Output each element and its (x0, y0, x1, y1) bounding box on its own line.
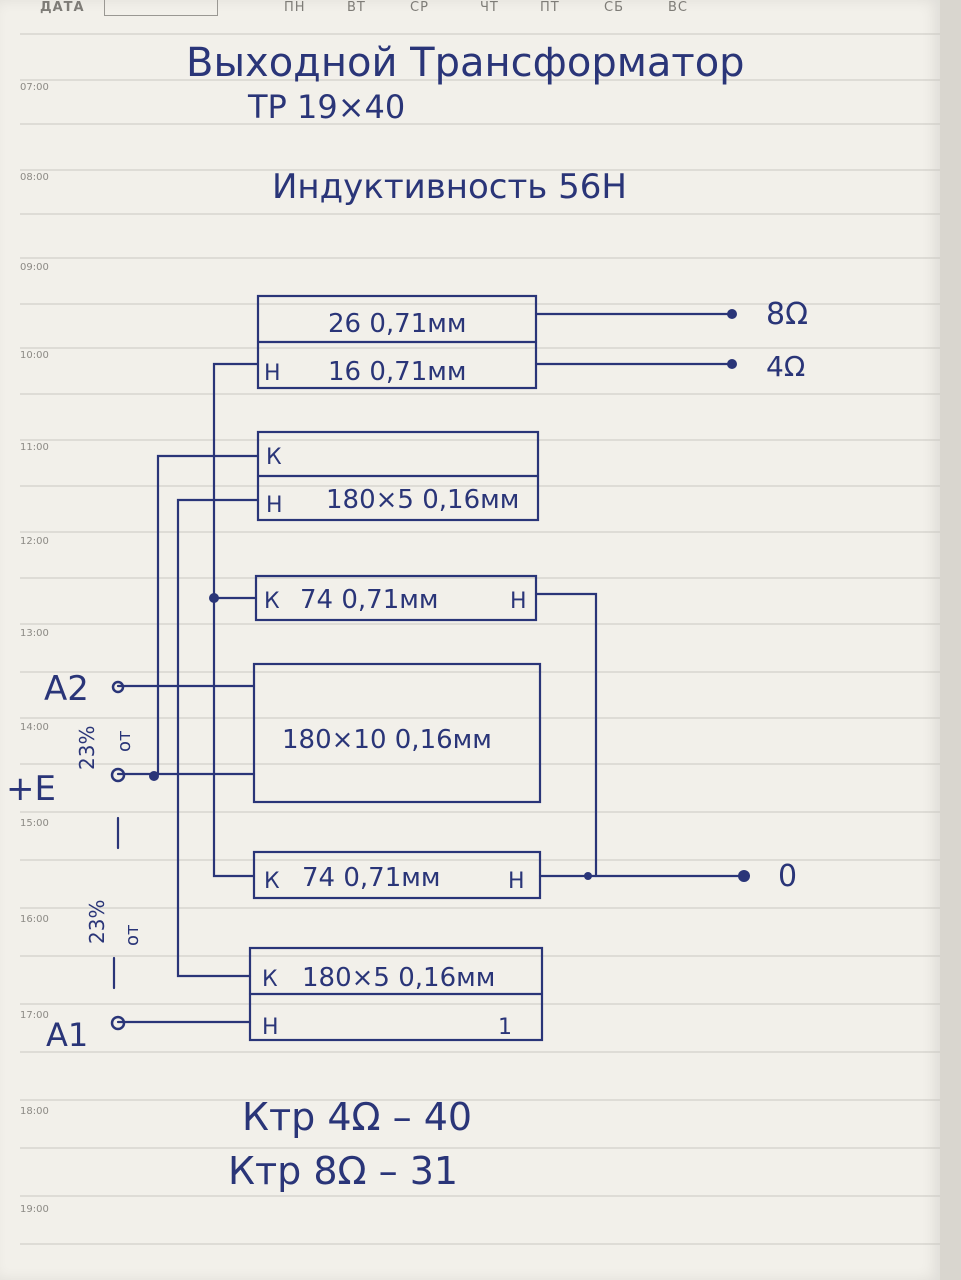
a2-label: А2 (44, 669, 89, 709)
time-1400: 14:00 (20, 722, 49, 733)
winding-5-h: Н (508, 869, 525, 894)
date-field[interactable] (104, 0, 218, 16)
date-label: ДАТА (40, 0, 85, 15)
time-1800: 18:00 (20, 1106, 49, 1117)
time-0900: 09:00 (20, 262, 49, 273)
time-1700: 17:00 (20, 1010, 49, 1021)
time-1000: 10:00 (20, 350, 49, 361)
out-0-label: 0 (778, 859, 797, 894)
ratio-line1: Ктр 4Ω – 40 (242, 1095, 472, 1139)
time-0700: 07:00 (20, 82, 49, 93)
winding-3-spec: 74 0,71мм (300, 585, 438, 615)
plus-e-label: +E (6, 769, 56, 809)
winding-6-h: Н (262, 1015, 279, 1040)
day-fri: ПТ (540, 0, 560, 15)
winding-6-spec: 180×5 0,16мм (302, 963, 495, 993)
winding-1-row2: 16 0,71мм (328, 357, 466, 387)
out-8-label: 8Ω (766, 297, 808, 332)
winding-6-k: К (262, 967, 278, 992)
winding-1-start: Н (264, 361, 281, 386)
time-1100: 11:00 (20, 442, 49, 453)
transformer-diagram: Выходной Трансформатор ТР 19×40 Индуктив… (6, 33, 940, 1245)
time-0800: 08:00 (20, 172, 49, 183)
title-line2: ТР 19×40 (247, 88, 405, 126)
title-line1: Выходной Трансформатор (186, 40, 745, 86)
winding-6-mark: 1 (498, 1015, 512, 1040)
title-line3: Индуктивность 56Н (272, 167, 627, 207)
time-1900: 19:00 (20, 1204, 49, 1215)
winding-5-k: К (264, 869, 280, 894)
winding-5-spec: 74 0,71мм (302, 863, 440, 893)
day-sun: ВС (668, 0, 688, 15)
connection-dots (149, 309, 750, 882)
terminal-circles (110, 680, 126, 1031)
winding-1-row1: 26 0,71мм (328, 309, 466, 339)
lower-tap-percent: 23% (85, 900, 109, 944)
out-4-label: 4Ω (766, 350, 805, 383)
winding-2-spec: 180×5 0,16мм (326, 485, 519, 515)
time-1600: 16:00 (20, 914, 49, 925)
upper-tap-percent: 23% (75, 726, 99, 770)
day-mon: ПН (284, 0, 306, 15)
a1-label: А1 (46, 1016, 88, 1054)
time-1200: 12:00 (20, 536, 49, 547)
upper-tap-side: от (114, 731, 135, 753)
day-sat: СБ (604, 0, 624, 15)
day-tue: ВТ (347, 0, 366, 15)
time-1300: 13:00 (20, 628, 49, 639)
ruled-lines (20, 33, 940, 1245)
winding-2-k: К (266, 445, 282, 470)
lower-tap-side: от (122, 925, 143, 947)
notebook-page: ДАТА ПН ВТ СР ЧТ ПТ СБ ВС 07:00 08:00 09… (0, 0, 940, 1280)
winding-2-h: Н (266, 493, 283, 518)
ratio-line2: Ктр 8Ω – 31 (228, 1149, 458, 1193)
winding-3-k: К (264, 589, 280, 614)
time-1500: 15:00 (20, 818, 49, 829)
day-wed: СР (410, 0, 429, 15)
winding-4-box (252, 662, 542, 804)
day-thu: ЧТ (480, 0, 499, 15)
winding-3-h: Н (510, 589, 527, 614)
diagram-lines (112, 294, 746, 1042)
winding-4-spec: 180×10 0,16мм (282, 725, 492, 755)
